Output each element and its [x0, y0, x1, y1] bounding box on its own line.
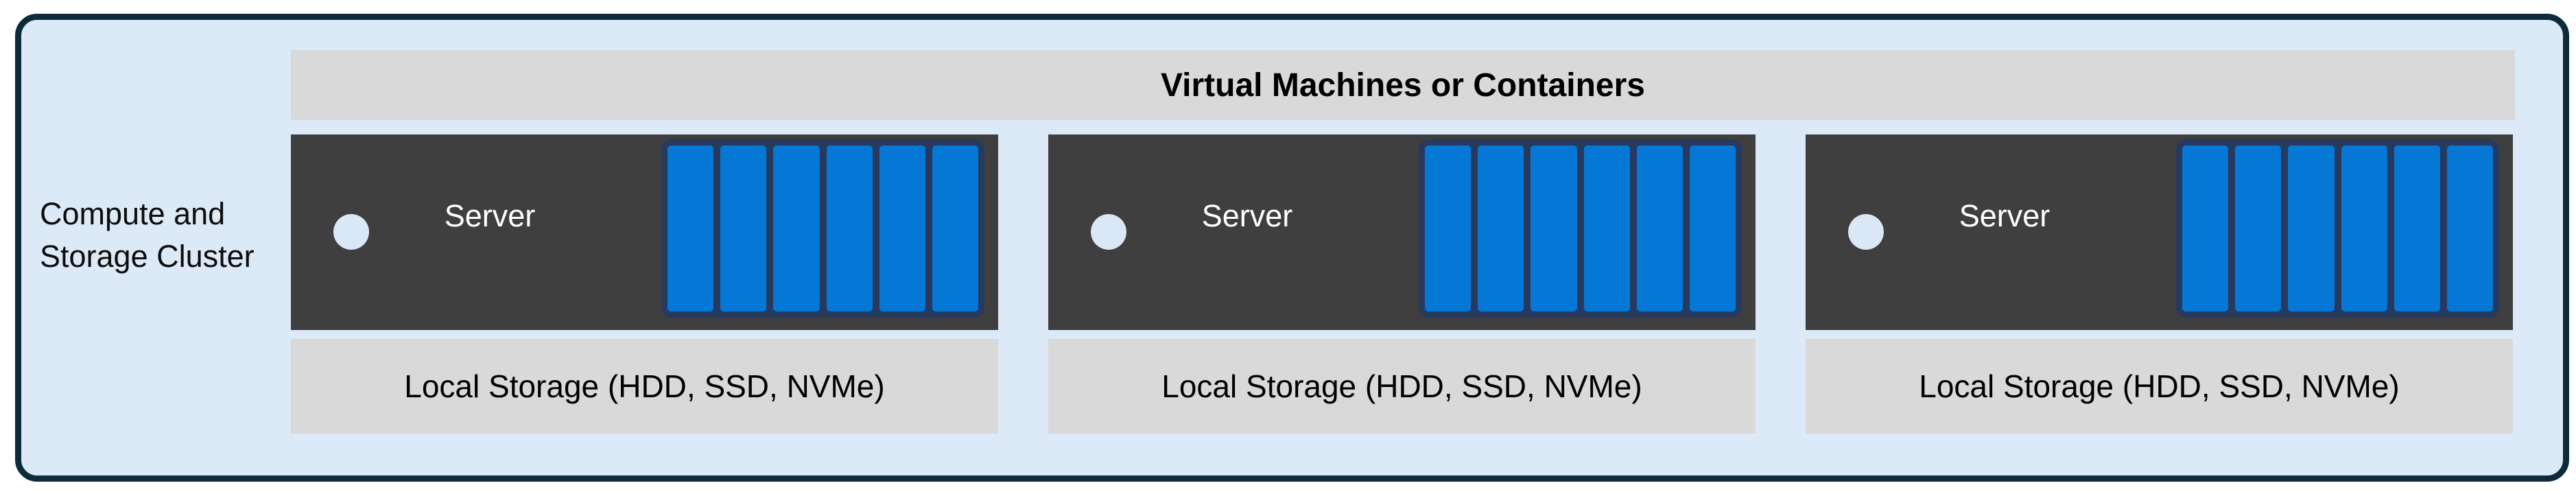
server-chassis: Server — [291, 134, 998, 330]
disk-bar — [2394, 145, 2440, 311]
disk-bar — [667, 145, 714, 311]
disk-array — [2176, 139, 2499, 318]
local-storage-panel: Local Storage (HDD, SSD, NVMe) — [1048, 339, 1756, 434]
cluster-label: Compute and Storage Cluster — [40, 193, 255, 278]
server-label: Server — [444, 198, 536, 233]
local-storage-panel: Local Storage (HDD, SSD, NVMe) — [1806, 339, 2513, 434]
server-column-1: Server Local Storage (HDD, SSD, NVMe) — [291, 0, 998, 494]
disk-bar — [1531, 145, 1577, 311]
server-led-icon — [333, 214, 369, 250]
disk-bar — [2182, 145, 2229, 311]
disk-bar — [2288, 145, 2335, 311]
disk-array — [1419, 139, 1742, 318]
disk-bar — [1583, 145, 1630, 311]
disk-bar — [1636, 145, 1683, 311]
disk-bar — [1689, 145, 1736, 311]
local-storage-label: Local Storage (HDD, SSD, NVMe) — [1919, 368, 2400, 404]
vm-banner: Virtual Machines or Containers — [291, 50, 2515, 120]
vm-banner-label: Virtual Machines or Containers — [1161, 67, 1645, 104]
local-storage-panel: Local Storage (HDD, SSD, NVMe) — [291, 339, 998, 434]
disk-bar — [1478, 145, 1524, 311]
disk-bar — [2235, 145, 2282, 311]
server-chassis: Server — [1806, 134, 2513, 330]
local-storage-label: Local Storage (HDD, SSD, NVMe) — [1161, 368, 1642, 404]
disk-bar — [879, 145, 925, 311]
disk-bar — [2446, 145, 2494, 311]
disk-bar — [2341, 145, 2387, 311]
cluster-label-line-1: Compute and — [40, 196, 226, 231]
server-led-icon — [1091, 214, 1126, 250]
server-led-icon — [1848, 214, 1884, 250]
local-storage-label: Local Storage (HDD, SSD, NVMe) — [404, 368, 885, 404]
server-chassis: Server — [1048, 134, 1756, 330]
cluster-label-line-2: Storage Cluster — [40, 239, 255, 274]
disk-bar — [932, 145, 979, 311]
server-label: Server — [1959, 198, 2051, 233]
disk-bar — [1425, 145, 1472, 311]
disk-bar — [826, 145, 873, 311]
server-label: Server — [1201, 198, 1293, 233]
disk-array — [661, 139, 984, 318]
disk-bar — [773, 145, 820, 311]
server-column-2: Server Local Storage (HDD, SSD, NVMe) — [1048, 0, 1756, 494]
disk-bar — [720, 145, 767, 311]
server-column-3: Server Local Storage (HDD, SSD, NVMe) — [1806, 0, 2513, 494]
